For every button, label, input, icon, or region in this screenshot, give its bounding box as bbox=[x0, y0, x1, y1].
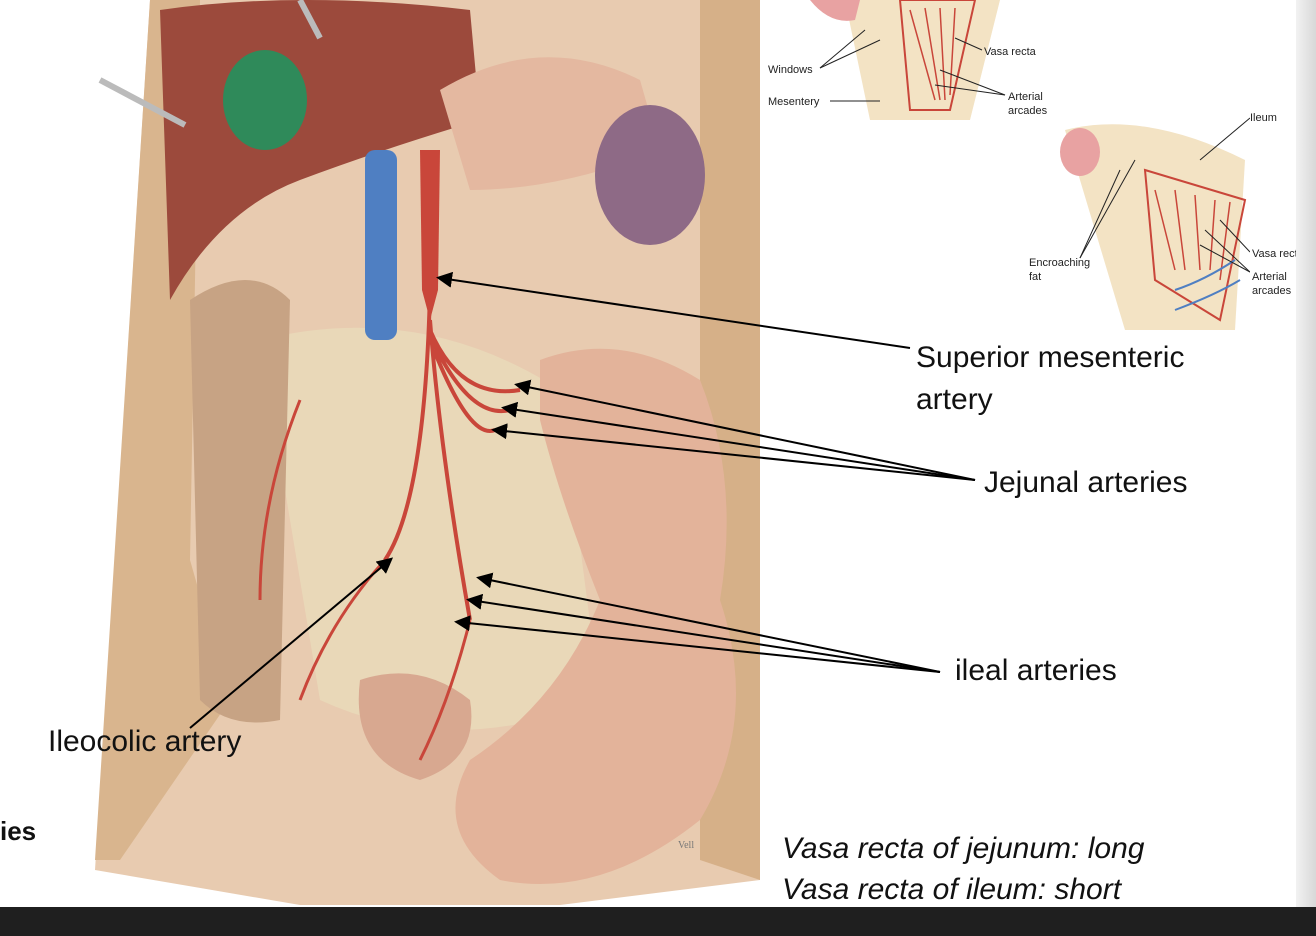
label-jejunal-arteries: Jejunal arteries bbox=[984, 466, 1188, 499]
inset-label-ileum-arterial: Arterial bbox=[1252, 271, 1287, 283]
inset-label-ileum-arcades: arcades bbox=[1252, 285, 1292, 297]
note-jejunum: Vasa recta of jejunum: long bbox=[782, 832, 1145, 865]
label-ileocolic-artery: Ileocolic artery bbox=[48, 725, 242, 758]
inset-label-ileum-vasa-recta: Vasa recta bbox=[1252, 248, 1304, 260]
right-edge-strip bbox=[1296, 0, 1316, 907]
inset-label-arterial: Arterial bbox=[1008, 91, 1043, 103]
note-ileum: Vasa recta of ileum: short bbox=[782, 873, 1122, 906]
label-sma-line1: Superior mesenteric bbox=[916, 341, 1185, 374]
label-ileal-arteries: ileal arteries bbox=[955, 654, 1117, 687]
ileum-inset-illustration bbox=[1060, 117, 1250, 331]
inset-label-encroaching: Encroaching bbox=[1029, 257, 1091, 269]
inset-label-mesentery: Mesentery bbox=[768, 96, 820, 108]
inset-label-ileum: Ileum bbox=[1250, 112, 1277, 124]
label-sma-line2: artery bbox=[916, 383, 993, 416]
svg-text:Vell: Vell bbox=[678, 840, 694, 851]
truncated-slide-text: ies bbox=[0, 816, 37, 846]
inset-label-arcades: arcades bbox=[1008, 105, 1048, 117]
inset-label-windows: Windows bbox=[768, 64, 813, 76]
bottom-bar bbox=[0, 907, 1316, 936]
jejunum-inset-illustration bbox=[810, 0, 1006, 120]
inset-label-vasa-recta: Vasa recta bbox=[984, 46, 1036, 58]
inset-label-fat: fat bbox=[1029, 271, 1042, 283]
